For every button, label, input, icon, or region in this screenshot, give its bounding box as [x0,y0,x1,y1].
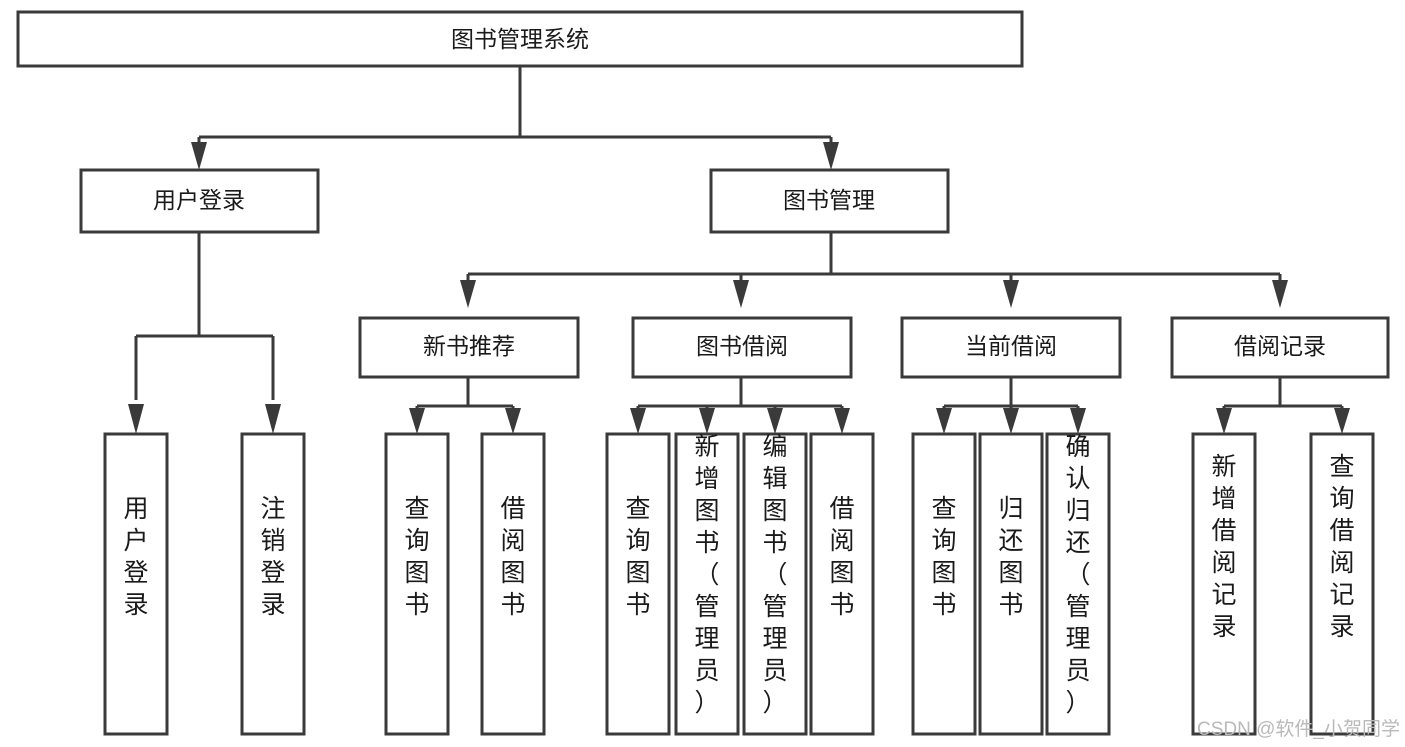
node-current-borrow-label: 当前借阅 [965,333,1057,359]
arrow-head-icon [823,142,839,170]
arrow-head-icon [409,408,425,434]
connector-newbook-to-leaves [409,377,521,434]
node-leaf-user-login-label: 用户登录 [123,495,148,619]
node-book-management-label: 图书管理 [783,187,875,213]
node-leaf-edit-book[interactable]: 编辑图书（管理员） [742,432,808,736]
arrow-head-icon [460,280,476,308]
arrow-head-icon [191,142,207,170]
node-root-label: 图书管理系统 [451,26,589,52]
node-borrow-record-label: 借阅记录 [1234,333,1326,359]
arrow-head-icon [1216,408,1232,434]
node-leaf-user-logout[interactable]: 注销登录 [240,432,306,736]
arrow-head-icon [767,408,783,434]
arrow-head-icon [128,404,144,434]
arrow-head-icon [630,408,646,434]
node-new-book-recommend-label: 新书推荐 [423,333,515,359]
node-leaf-borrow-book-2-label: 借阅图书 [829,495,854,619]
node-borrow-record[interactable]: 借阅记录 [1170,316,1390,379]
node-user-login[interactable]: 用户登录 [79,168,320,234]
node-leaf-return-book-label: 归还图书 [998,495,1023,619]
node-leaf-return-book[interactable]: 归还图书 [978,432,1044,736]
node-leaf-add-book-label: 新增图书（管理员） [694,433,719,717]
node-leaf-confirm-return[interactable]: 确认归还（管理员） [1045,432,1111,736]
arrow-head-icon [699,408,715,434]
arrow-head-icon [1070,408,1086,434]
connector-bookmgmt-to-level2 [460,232,1288,308]
arrow-head-icon [1003,408,1019,434]
arrow-head-icon [1272,280,1288,308]
node-leaf-edit-book-label: 编辑图书（管理员） [762,433,787,717]
connector-borrowrecord-to-leaves [1216,377,1350,434]
node-leaf-borrow-book-2[interactable]: 借阅图书 [809,432,875,736]
node-leaf-query-book-1-label: 查询图书 [404,495,429,619]
node-leaf-user-logout-label: 注销登录 [260,495,285,619]
watermark: CSDN @软件_小贺同学 [1197,718,1400,740]
node-leaf-confirm-return-label: 确认归还（管理员） [1065,433,1090,717]
node-leaf-query-book-2[interactable]: 查询图书 [605,432,671,736]
node-user-login-label: 用户登录 [153,187,245,213]
node-book-borrow-label: 图书借阅 [696,333,788,359]
arrow-head-icon [505,408,521,434]
node-leaf-user-login[interactable]: 用户登录 [103,432,169,736]
node-new-book-recommend[interactable]: 新书推荐 [358,316,580,379]
node-leaf-query-book-2-label: 查询图书 [625,495,650,619]
arrow-head-icon [733,280,749,308]
node-leaf-query-book-1[interactable]: 查询图书 [384,432,450,736]
node-leaf-borrow-book-1-label: 借阅图书 [500,495,525,619]
arrow-head-icon [265,404,281,434]
node-leaf-add-record-label: 新增借阅记录 [1211,453,1236,641]
node-current-borrow[interactable]: 当前借阅 [900,316,1122,379]
node-book-management[interactable]: 图书管理 [709,168,950,234]
node-leaf-query-record-label: 查询借阅记录 [1329,453,1354,641]
node-leaf-add-book[interactable]: 新增图书（管理员） [674,432,740,736]
node-leaf-query-book-3-label: 查询图书 [931,495,956,619]
node-leaf-add-record[interactable]: 新增借阅记录 [1191,432,1257,736]
node-root[interactable]: 图书管理系统 [16,10,1024,68]
node-book-borrow[interactable]: 图书借阅 [631,316,853,379]
arrow-head-icon [1334,408,1350,434]
connector-root-to-level1 [191,66,839,170]
connector-currentborrow-to-leaves [936,377,1086,434]
arrow-head-icon [834,408,850,434]
arrow-head-icon [936,408,952,434]
node-leaf-borrow-book-1[interactable]: 借阅图书 [480,432,546,736]
node-leaf-query-record[interactable]: 查询借阅记录 [1309,432,1375,736]
arrow-head-icon [1003,280,1019,308]
connector-userlogin-to-leaves [128,232,281,434]
connector-bookborrow-to-leaves [630,377,850,434]
node-leaf-query-book-3[interactable]: 查询图书 [911,432,977,736]
